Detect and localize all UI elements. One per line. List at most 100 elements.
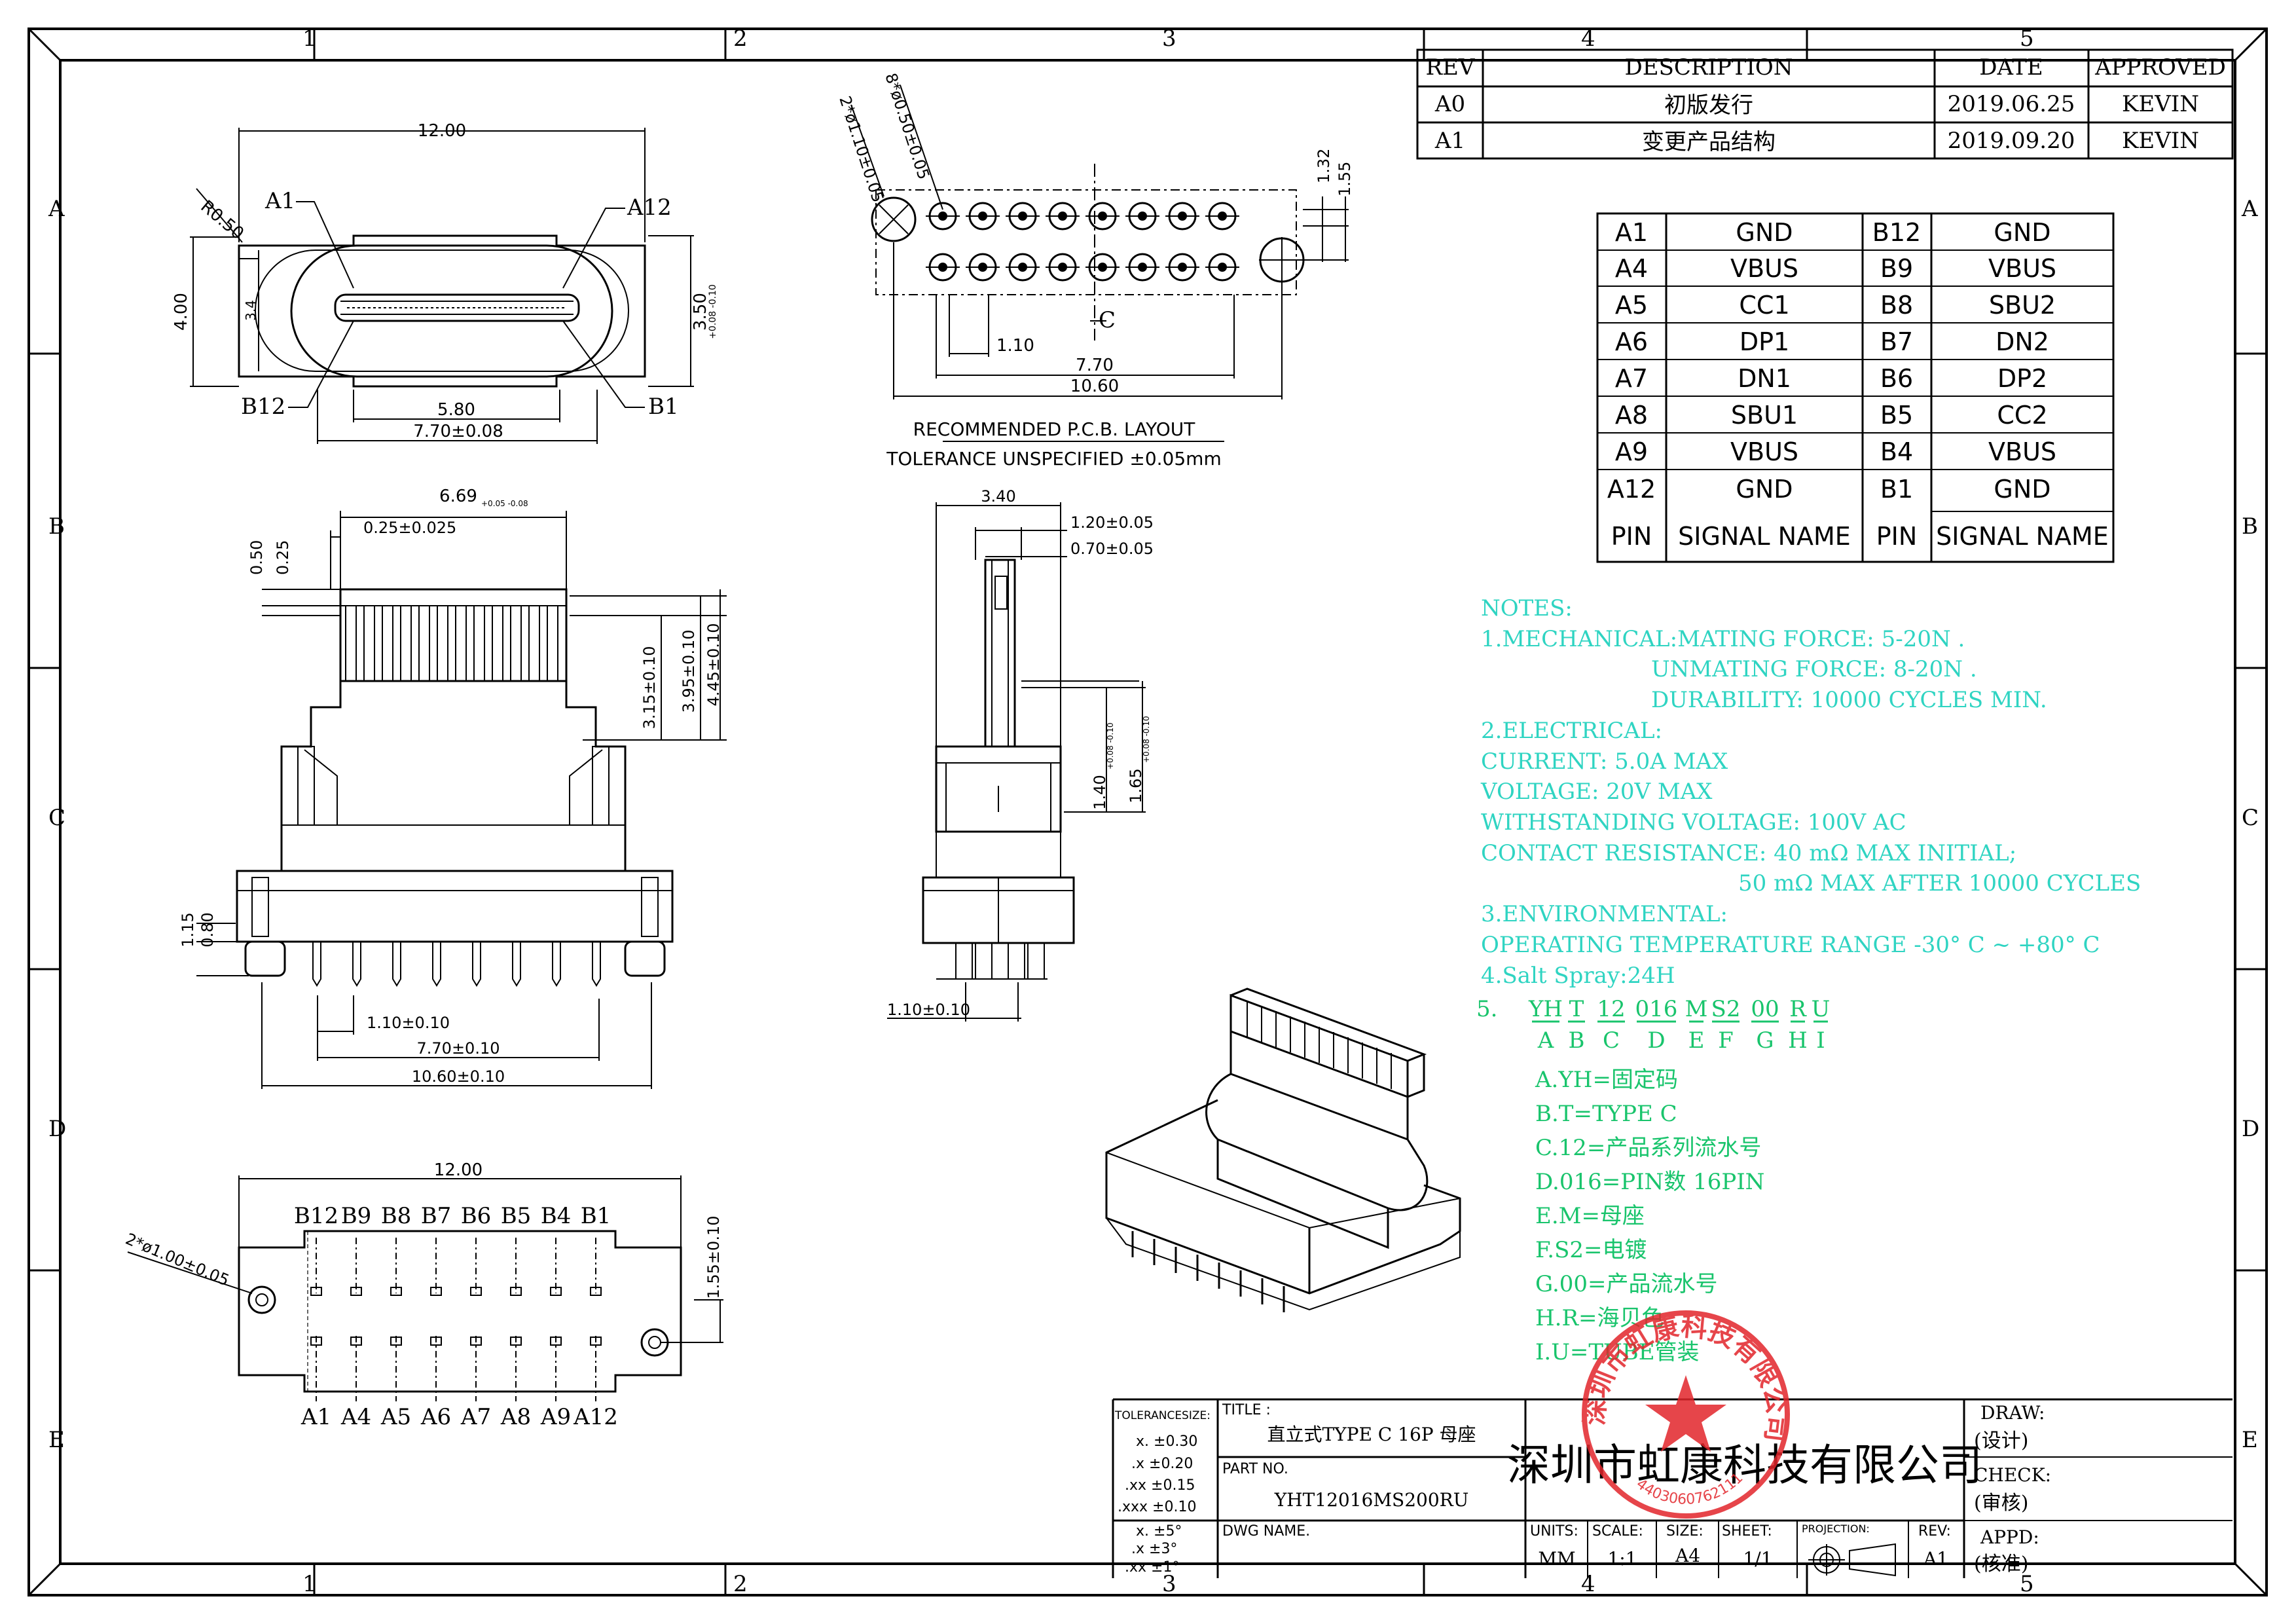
pin-cell: B12 (1872, 218, 1921, 247)
pin-callout: B1 (648, 394, 679, 420)
row-label: B (2242, 513, 2258, 540)
contact-finger (492, 605, 503, 682)
pin-table: A1 GND B12 GND A4 VBUS B9 VBUS A5 CC1 B8… (1596, 212, 2115, 563)
legend-line: E.M=母座 (1535, 1203, 1645, 1229)
contact-finger (473, 605, 485, 682)
pin-pad (510, 1337, 522, 1346)
row-label: A (2241, 196, 2258, 222)
dim-label: 10.60±0.10 (412, 1067, 505, 1086)
pin-pad (590, 1337, 602, 1346)
pin-cell: GND (1994, 218, 2050, 247)
pin-cell: A7 (1615, 364, 1648, 393)
pin-cell: CC1 (1739, 291, 1789, 320)
legend-line: G.00=产品流水号 (1535, 1271, 1718, 1297)
pin-label: A5 (380, 1404, 411, 1430)
pin-pad (390, 1337, 402, 1346)
pin-cell: A4 (1615, 254, 1648, 283)
tb-label: TITLE : (1222, 1402, 1271, 1418)
code-letter: I (1816, 1027, 1825, 1054)
pin-cell: B6 (1880, 364, 1913, 393)
pin-label: A8 (500, 1404, 531, 1430)
dim-label: 12.00 (418, 121, 466, 141)
rev-cell: 变更产品结构 (1642, 129, 1776, 155)
dim-tolerance: +0.05 -0.08 (481, 499, 528, 508)
legend-line: D.016=PIN数 16PIN (1535, 1169, 1764, 1195)
rev-cell: A0 (1434, 91, 1465, 117)
code-part: YH (1528, 996, 1563, 1022)
pin-pad (350, 1287, 362, 1296)
pin-pad (430, 1337, 442, 1346)
code-legend: A.YH=固定码 B.T=TYPE C C.12=产品系列流水号 D.016=P… (1535, 1067, 1764, 1365)
dim-label: 1.40 (1091, 775, 1109, 809)
pin-label: B7 (421, 1203, 452, 1229)
rev-cell: 2019.06.25 (1948, 91, 2075, 117)
contact-finger (547, 605, 558, 682)
dim-label: 4.45±0.10 (704, 623, 723, 707)
pin-cell: A6 (1615, 327, 1648, 356)
code-letter: E (1688, 1027, 1705, 1054)
dim-label: 1.32 (1315, 149, 1333, 183)
pin-label: A9 (540, 1404, 571, 1430)
code-part: T (1569, 996, 1584, 1022)
note-line: VOLTAGE: 20V MAX (1480, 779, 1713, 805)
solder-leg (592, 942, 601, 987)
tb-label: UNITS: (1530, 1523, 1578, 1540)
tb-label: SIZE: (1666, 1523, 1704, 1540)
code-part: S2 (1711, 996, 1741, 1022)
code-letter: H (1788, 1027, 1808, 1054)
row-label: A (48, 196, 65, 222)
pin-pad (390, 1287, 402, 1296)
dim-label: 1.55±0.10 (704, 1216, 723, 1299)
rev-cell: KEVIN (2122, 91, 2199, 117)
rev-header: APPROVED (2094, 54, 2226, 81)
dim-label: 10.60 (1070, 377, 1119, 396)
tb-part: YHT12016MS200RU (1274, 1489, 1469, 1511)
col-label: 2 (733, 1571, 748, 1597)
dim-label: 3.4 (243, 300, 259, 321)
dim-label: 6.69 (439, 487, 477, 506)
tb-ang: .x ±3° (1131, 1541, 1177, 1557)
rev-cell: A1 (1434, 128, 1465, 154)
pin-pad (310, 1287, 322, 1296)
tb-label: TOLERANCESIZE: (1114, 1409, 1211, 1422)
pin-cell: GND (1736, 475, 1793, 504)
pin-cell: VBUS (1730, 437, 1798, 466)
tb-value: (审核) (1974, 1492, 2028, 1515)
note-line: OPERATING TEMPERATURE RANGE -30° C ~ +80… (1481, 932, 2100, 958)
pin-cell: DN2 (1995, 327, 2049, 356)
tb-label: SCALE: (1592, 1523, 1643, 1540)
pin-pad (470, 1337, 482, 1346)
contact-finger (363, 605, 375, 682)
dim-tolerance: +0.08 -0.10 (1142, 716, 1151, 763)
dim-label: 7.70 (1076, 356, 1114, 375)
rev-cell: 2019.09.20 (1948, 128, 2075, 154)
tb-label: SHEET: (1722, 1523, 1772, 1540)
code-letter: D (1647, 1027, 1665, 1054)
col-label: 1 (302, 1571, 317, 1597)
pin-cell: B1 (1880, 475, 1913, 504)
tb-value: A1 (1923, 1548, 1948, 1570)
pin-label: A7 (460, 1404, 491, 1430)
dim-label: 1.65 (1127, 768, 1145, 803)
pin-pad (590, 1287, 602, 1296)
pcb-layout: C 1.10 7.70 10.60 1.32 1.55 8*ø0.50±0.05… (835, 71, 1354, 470)
pcb-title: RECOMMENDED P.C.B. LAYOUT (913, 418, 1196, 440)
tb-label: DWG NAME. (1222, 1523, 1310, 1540)
dim-label: 1.10±0.10 (367, 1014, 450, 1032)
dim-label: 8*ø0.50±0.05 (881, 71, 933, 181)
dim-label: 1.55 (1336, 162, 1354, 196)
front-view: 6.69 +0.05 -0.08 0.25±0.025 0.50 0.25 3.… (179, 487, 727, 1089)
dim-label: 1.20±0.05 (1070, 513, 1154, 532)
legend-line: F.S2=电镀 (1535, 1237, 1647, 1263)
dim-label: 0.25 (274, 540, 292, 575)
pin-cell: SBU1 (1731, 401, 1798, 430)
pin-cell: CC2 (1997, 401, 2047, 430)
pcb-tolerance: TOLERANCE UNSPECIFIED ±0.05mm (886, 448, 1221, 470)
col-label: 4 (1581, 26, 1595, 52)
pin-cell: A12 (1607, 475, 1656, 504)
pin-label: B6 (461, 1203, 492, 1229)
pin-cell: B9 (1880, 254, 1913, 283)
row-label: E (48, 1427, 65, 1453)
